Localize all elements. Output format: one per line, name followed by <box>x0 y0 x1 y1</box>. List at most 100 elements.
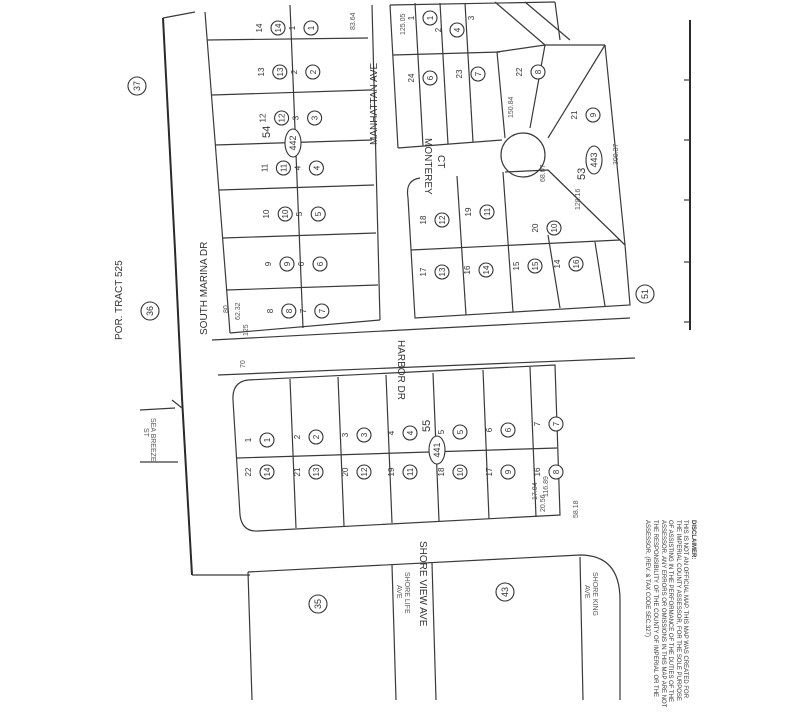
lot-number: 16 <box>463 265 472 274</box>
parcel-number: 14 <box>263 467 272 476</box>
parcel-circle <box>275 160 291 176</box>
lot-number: 13 <box>257 67 266 76</box>
dimension-label: 80 <box>223 305 230 313</box>
parcel-number: 13 <box>276 67 285 76</box>
parcel-circle <box>303 20 319 36</box>
parcel-circle <box>478 262 494 278</box>
parcel-circle <box>500 422 516 438</box>
dimension-labels: 80 125 62.32 83.64 125.05 150.84 68.07 1… <box>223 12 620 518</box>
street-monterey-suffix: CT <box>435 155 446 168</box>
parcel-number: 6 <box>426 75 435 80</box>
parcel-number: 15 <box>531 261 540 270</box>
tract-label: POR. TRACT 525 <box>114 260 125 340</box>
parcel-circle <box>259 464 275 480</box>
street-sea-breeze-suffix: ST <box>142 428 149 438</box>
lot-number: 2 <box>290 69 299 74</box>
dimension-label: 116.89 <box>543 476 550 497</box>
dimension-label: 20.56 <box>540 494 547 512</box>
dimension-label: 300.37 <box>613 143 620 165</box>
parcel-circle <box>356 427 372 443</box>
lot-number: 2 <box>293 434 302 439</box>
parcel-number: 3 <box>360 432 369 437</box>
lot-number: 3 <box>341 432 350 437</box>
parcel-circle <box>402 464 418 480</box>
parcel-number: 10 <box>456 467 465 476</box>
parcel-number: 14 <box>274 23 283 32</box>
lot: 24 6 <box>407 70 438 86</box>
parcel-circle <box>548 464 564 480</box>
lot-number: 7 <box>533 421 542 426</box>
lot-number: 8 <box>266 308 275 313</box>
lot-number: 20 <box>341 467 350 476</box>
dimension-label: 62.32 <box>235 302 242 320</box>
lot-number: 21 <box>293 467 302 476</box>
street-monterey: MONTEREY <box>422 138 433 195</box>
disclaimer: DISCLAIMER: THIS IS NOT AN OFFICIAL MAP.… <box>628 520 696 710</box>
parcel-number: 12 <box>438 215 447 224</box>
parcel-number: 7 <box>318 308 327 313</box>
lot-number: 19 <box>464 207 473 216</box>
lot-number: 17 <box>485 467 494 476</box>
book-page-label: 443 <box>589 152 599 167</box>
parcel-circle <box>422 10 438 26</box>
lot-number: 18 <box>437 467 446 476</box>
parcel-circle <box>270 20 286 36</box>
lot: 3 <box>467 15 476 20</box>
parcel-circle <box>568 256 584 272</box>
area-number: 43 <box>495 582 515 602</box>
block-53-lower <box>406 169 631 319</box>
parcel-number: 13 <box>312 467 321 476</box>
parcel-circle <box>307 110 323 126</box>
parcel-circle <box>500 464 516 480</box>
lot-number: 19 <box>387 467 396 476</box>
dimension-label: 68.07 <box>540 164 547 182</box>
parcel-circle <box>310 206 326 222</box>
parcel-number: 12 <box>360 467 369 476</box>
lot: 13 13 <box>257 64 288 80</box>
street-sea-breeze: SEA BREEZE <box>149 418 156 462</box>
dimension-label: 17.04 <box>532 482 539 500</box>
lot-number: 21 <box>570 110 579 119</box>
area-number: 51 <box>635 284 655 304</box>
area-number: 35 <box>308 594 328 614</box>
road-lines <box>139 11 636 701</box>
lot-number: 5 <box>437 429 446 434</box>
parcel-circle <box>530 64 546 80</box>
lot-number: 1 <box>288 25 297 30</box>
lot-number: 24 <box>407 73 416 82</box>
lot-number: 3 <box>292 115 301 120</box>
book-page-label: 441 <box>432 442 442 457</box>
parcel-circle <box>546 220 562 236</box>
lot-number: 16 <box>533 467 542 476</box>
parcel-circle <box>274 110 290 126</box>
street-shore-life: SHORE LIFE <box>403 572 410 614</box>
block-number: 54 <box>261 126 273 138</box>
parcel-number: 9 <box>504 469 513 474</box>
area-number-label: 37 <box>132 81 142 91</box>
parcel-circle <box>452 464 468 480</box>
parcel-number: 12 <box>278 113 287 122</box>
